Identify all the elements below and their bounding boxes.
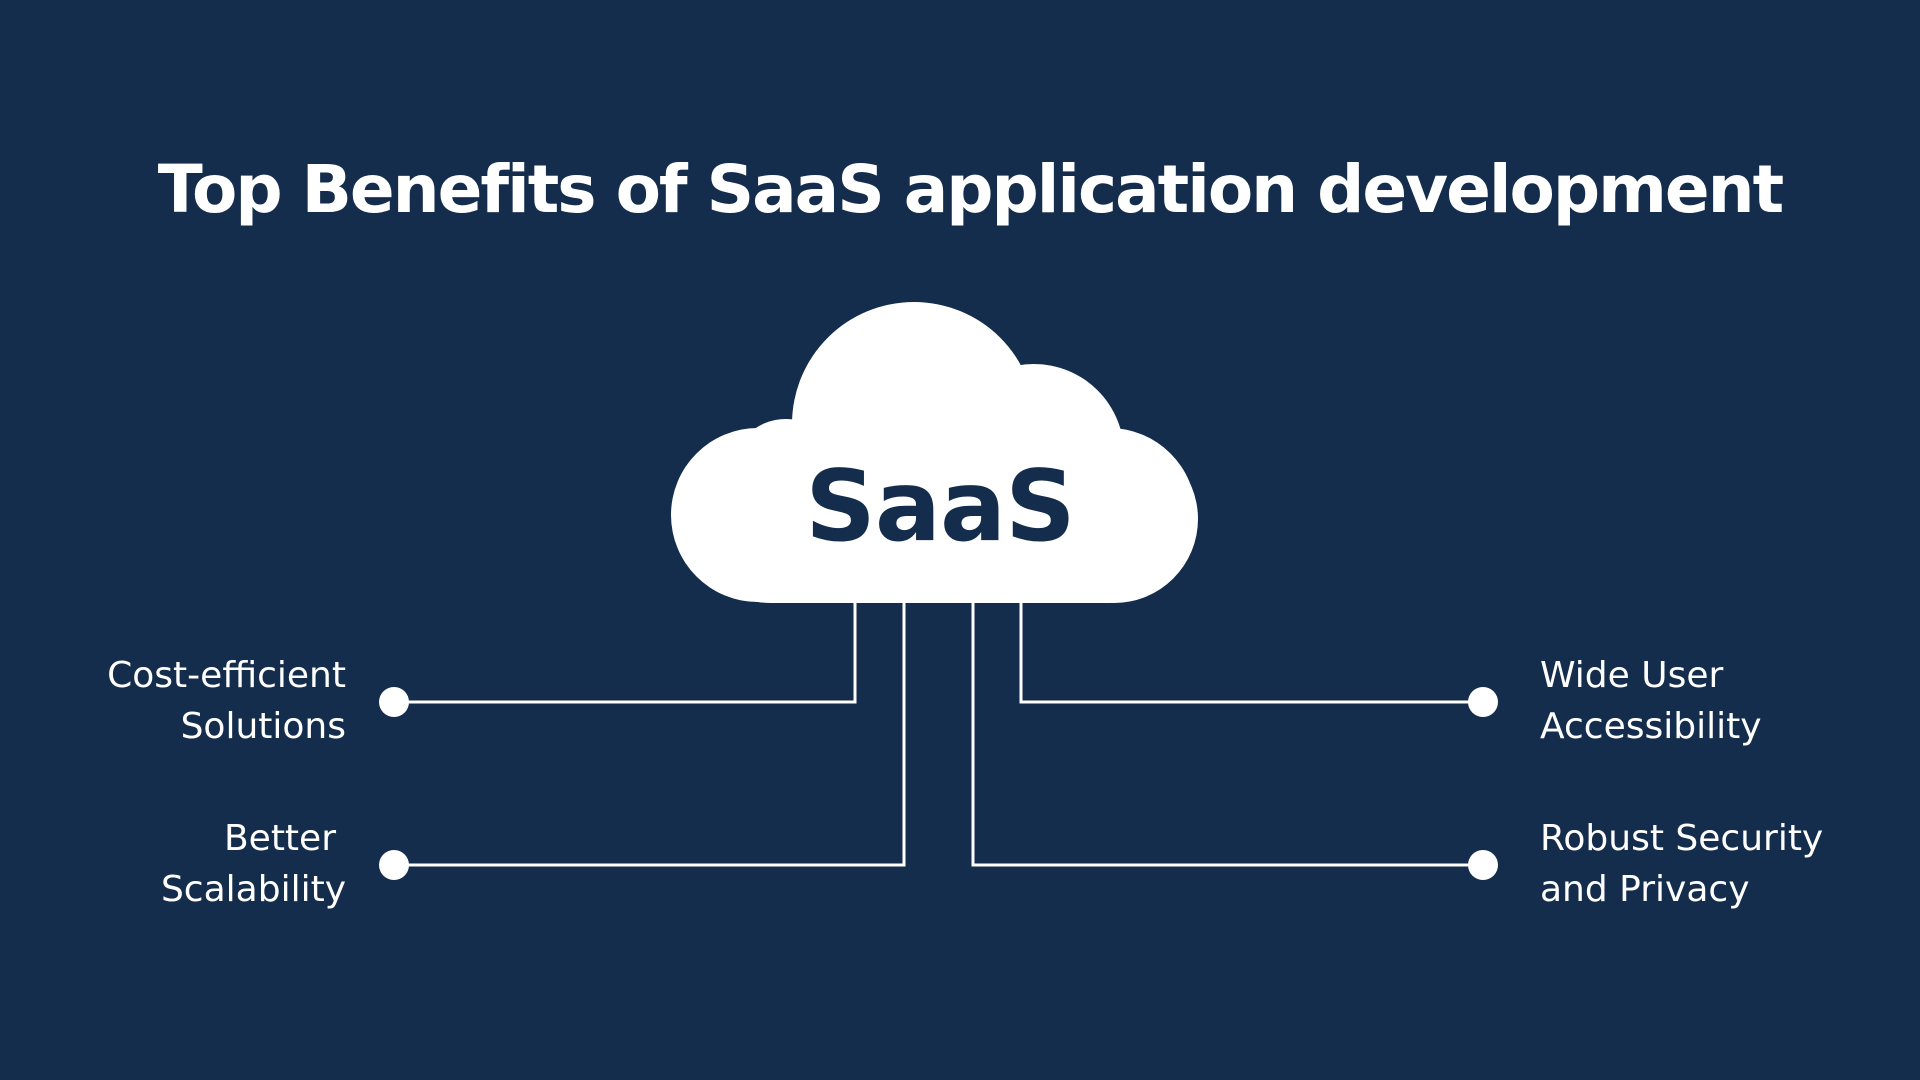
cloud-label: SaaS — [805, 450, 1074, 564]
benefit-label-line1: Cost-efficient — [107, 655, 346, 696]
node-dot-scalability — [379, 850, 409, 880]
cloud-icon — [671, 302, 1198, 603]
connector-security — [971, 603, 1483, 867]
node-dot-security — [1468, 850, 1498, 880]
node-dot-cost — [379, 687, 409, 717]
node-dot-accessibility — [1468, 687, 1498, 717]
benefit-cost-efficient: Cost-efficient Solutions — [107, 650, 346, 752]
benefit-accessibility: Wide User Accessibility — [1540, 650, 1762, 752]
benefit-label-line2: Solutions — [180, 706, 346, 747]
benefit-scalability: Better Scalability — [161, 813, 346, 915]
benefit-label-line1: Robust Security — [1540, 818, 1824, 859]
benefit-label-line1: Wide User — [1540, 655, 1724, 696]
connector-accessibility — [1019, 603, 1483, 704]
connector-cost — [394, 603, 857, 704]
benefit-label-line2: Scalability — [160, 869, 346, 910]
benefit-label-line2: Accessibility — [1540, 706, 1762, 747]
connector-scalability — [394, 603, 906, 867]
benefit-label-line1: Better — [223, 818, 336, 859]
benefit-security: Robust Security and Privacy — [1540, 813, 1823, 915]
benefit-label-line2: and Privacy — [1540, 869, 1750, 910]
page-title: Top Benefits of SaaS application develop… — [157, 151, 1784, 228]
